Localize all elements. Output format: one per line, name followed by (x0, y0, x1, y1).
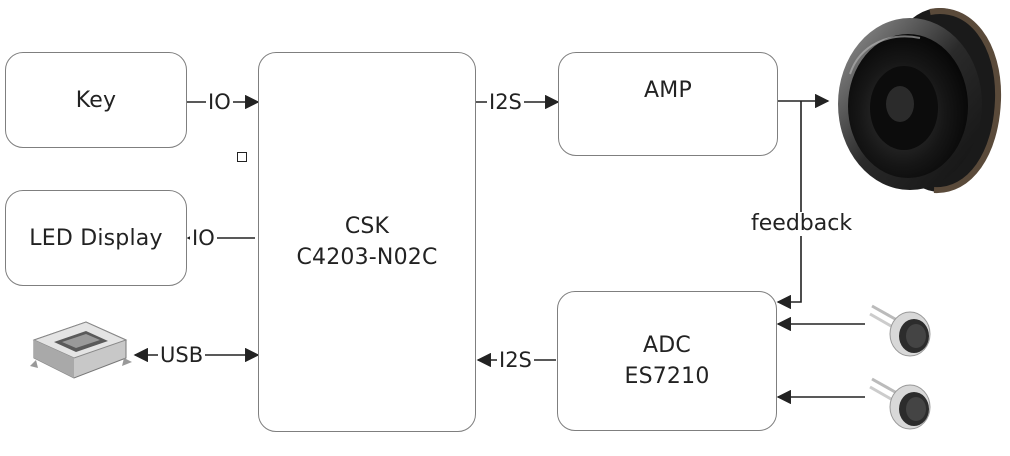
adc-part-number: ES7210 (624, 364, 710, 389)
led-display-label: LED Display (29, 225, 163, 251)
microphone-icon (869, 304, 931, 357)
csk-amp-i2s-label: I2S (487, 90, 524, 114)
amp-block: AMP (558, 52, 778, 156)
micro-usb-connector-icon (30, 321, 132, 379)
microphone-icon (869, 377, 931, 430)
adc-block: ADC ES7210 (557, 291, 777, 431)
key-block: Key (5, 52, 187, 148)
led-display-block: LED Display (5, 190, 187, 286)
feedback-label: feedback (749, 211, 855, 236)
csk-block: CSK C4203-N02C (258, 52, 476, 432)
key-label: Key (75, 87, 117, 113)
amp-label: AMP (644, 78, 692, 103)
feedback-line (776, 101, 802, 310)
adc-csk-i2s-label: I2S (497, 348, 534, 372)
usb-label: USB (158, 343, 206, 367)
speaker-icon (838, 7, 1002, 194)
small-square-marker (237, 152, 247, 162)
led-io-label: IO (190, 226, 217, 250)
csk-label: CSK (344, 214, 390, 239)
key-io-label: IO (206, 90, 233, 114)
adc-label: ADC (643, 333, 691, 358)
csk-part-number: C4203-N02C (296, 245, 438, 270)
